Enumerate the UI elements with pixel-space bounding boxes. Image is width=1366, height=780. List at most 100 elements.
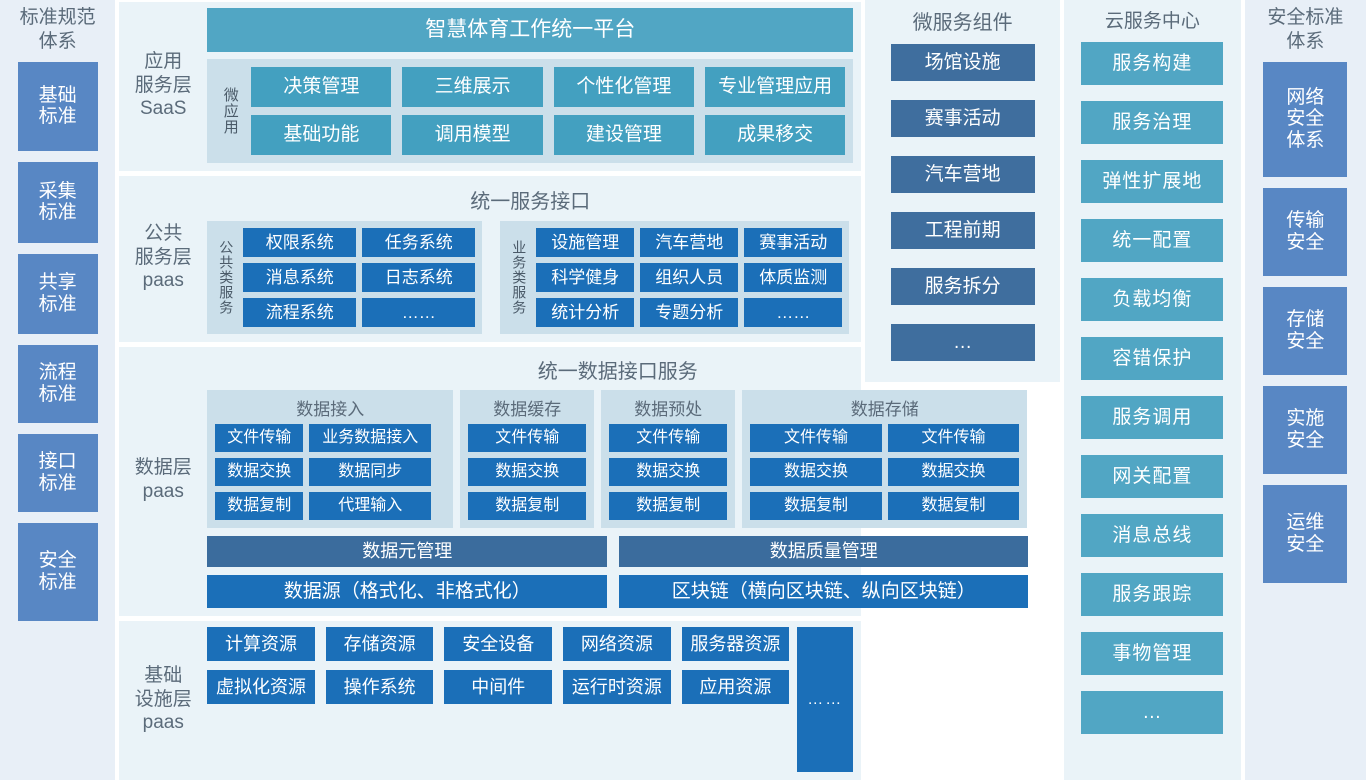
app-tile-basic-function[interactable]: 基础功能 (251, 115, 392, 155)
store-tile-file-transfer-1[interactable]: 文件传输 (750, 424, 882, 452)
sidebar-item-collection-standard[interactable]: 采集 标准 (17, 161, 98, 243)
infra-tile-network-resource[interactable]: 网络资源 (563, 627, 671, 661)
cloud-tile-service-invocation[interactable]: 服务调用 (1081, 396, 1224, 439)
business-type-service-group: 业务类服务 设施管理 汽车营地 赛事活动 科学健身 组织人员 体质监测 统计分析… (500, 221, 850, 334)
service-tile-task[interactable]: 任务系统 (362, 228, 476, 257)
public-type-service-group: 公共类服务 权限系统 任务系统 消息系统 日志系统 流程系统 …… (207, 221, 483, 334)
cloud-tile-elastic-scaling[interactable]: 弹性扩展地 (1081, 160, 1224, 203)
sidebar-item-sharing-standard[interactable]: 共享 标准 (17, 253, 98, 334)
data-tile-data-sync[interactable]: 数据同步 (309, 458, 432, 486)
public-service-layer-label: 公共 服务层 paas (134, 222, 192, 292)
ms-tile-car-camp[interactable]: 汽车营地 (890, 156, 1035, 193)
security-item-network-security-system[interactable]: 网络 安全 体系 (1263, 61, 1348, 177)
store-tile-data-replication-2[interactable]: 数据复制 (887, 492, 1020, 520)
sidebar-item-security-standard[interactable]: 安全 标准 (17, 522, 98, 621)
cloud-tile-load-balancing[interactable]: 负载均衡 (1081, 278, 1224, 321)
sidebar-item-interface-standard[interactable]: 接口 标准 (17, 433, 98, 512)
service-tile-more[interactable]: …… (362, 298, 476, 327)
infra-tile-operating-system[interactable]: 操作系统 (325, 670, 434, 704)
bar-data-quality-management[interactable]: 数据质量管理 (619, 536, 1029, 567)
cloud-tile-gateway-config[interactable]: 网关配置 (1081, 455, 1224, 498)
app-tile-personalized-management[interactable]: 个性化管理 (553, 67, 694, 107)
security-item-implementation-security[interactable]: 实施 安全 (1263, 385, 1348, 474)
store-tile-data-replication-1[interactable]: 数据复制 (750, 492, 882, 520)
left-sidebar-title: 标准规范 体系 (19, 7, 96, 52)
service-tile-log[interactable]: 日志系统 (362, 263, 476, 292)
infra-tile-virtualization-resource[interactable]: 虚拟化资源 (207, 670, 315, 704)
pre-tile-data-replication[interactable]: 数据复制 (609, 492, 728, 520)
ms-tile-event-activity[interactable]: 赛事活动 (890, 100, 1035, 137)
store-tile-file-transfer-2[interactable]: 文件传输 (887, 424, 1020, 452)
service-tile-topic-analysis[interactable]: 专题分析 (640, 298, 739, 327)
store-tile-data-exchange-2[interactable]: 数据交换 (887, 458, 1020, 486)
microservice-components-panel: 微服务组件 场馆设施 赛事活动 汽车营地 工程前期 服务拆分 … (865, 0, 1060, 382)
micro-app-group-label: 微应用 (221, 87, 239, 135)
data-tile-file-transfer[interactable]: 文件传输 (215, 424, 304, 452)
infra-tile-application-resource[interactable]: 应用资源 (681, 670, 790, 704)
data-tile-data-exchange[interactable]: 数据交换 (215, 458, 304, 486)
service-tile-workflow[interactable]: 流程系统 (243, 298, 357, 327)
sidebar-item-process-standard[interactable]: 流程 标准 (17, 344, 98, 423)
cloud-tile-more[interactable]: … (1081, 691, 1224, 734)
bar-blockchain[interactable]: 区块链（横向区块链、纵向区块链） (619, 575, 1029, 608)
cache-tile-file-transfer[interactable]: 文件传输 (468, 424, 587, 452)
cache-tile-data-exchange[interactable]: 数据交换 (468, 458, 587, 486)
ms-tile-project-preliminary[interactable]: 工程前期 (890, 212, 1035, 249)
infrastructure-layer-label: 基础 设施层 paas (134, 664, 192, 734)
store-tile-data-exchange-1[interactable]: 数据交换 (750, 458, 882, 486)
right-sidebar-security-standards: 安全标准 体系 网络 安全 体系 传输 安全 存储 安全 实施 安全 运维 安全 (1244, 0, 1366, 780)
ms-tile-venue-facility[interactable]: 场馆设施 (890, 44, 1035, 81)
infra-tile-middleware[interactable]: 中间件 (444, 670, 553, 704)
cloud-tile-fault-tolerance[interactable]: 容错保护 (1081, 337, 1224, 380)
bar-datasource[interactable]: 数据源（格式化、非格式化） (207, 575, 608, 608)
service-tile-permission[interactable]: 权限系统 (243, 228, 357, 257)
service-tile-organization-personnel[interactable]: 组织人员 (640, 263, 739, 292)
cloud-service-center-title: 云服务中心 (1104, 11, 1200, 32)
service-tile-message[interactable]: 消息系统 (243, 263, 357, 292)
micro-app-group: 微应用 决策管理 三维展示 个性化管理 专业管理应用 基础功能 调用模型 建设管… (207, 59, 854, 163)
cloud-tile-service-tracing[interactable]: 服务跟踪 (1081, 573, 1224, 616)
cache-tile-data-replication[interactable]: 数据复制 (468, 492, 587, 520)
application-layer-label: 应用 服务层 SaaS (134, 50, 192, 120)
infra-tile-security-device[interactable]: 安全设备 (444, 627, 553, 661)
security-item-transmission-security[interactable]: 传输 安全 (1263, 187, 1348, 276)
app-tile-construction-management[interactable]: 建设管理 (553, 115, 694, 155)
ms-tile-more[interactable]: … (890, 324, 1035, 361)
cloud-tile-unified-config[interactable]: 统一配置 (1081, 219, 1224, 262)
security-item-operation-security[interactable]: 运维 安全 (1263, 484, 1348, 583)
data-tile-proxy-input[interactable]: 代理输入 (309, 492, 432, 520)
cloud-tile-transaction-management[interactable]: 事物管理 (1081, 632, 1224, 675)
app-tile-professional-management[interactable]: 专业管理应用 (704, 67, 846, 107)
data-tile-business-data-access[interactable]: 业务数据接入 (309, 424, 432, 452)
service-tile-scientific-fitness[interactable]: 科学健身 (536, 263, 635, 292)
infra-tile-runtime-resource[interactable]: 运行时资源 (563, 670, 671, 704)
public-type-service-label: 公共类服务 (218, 240, 235, 315)
bar-metadata-management[interactable]: 数据元管理 (207, 536, 608, 567)
cloud-tile-service-governance[interactable]: 服务治理 (1081, 101, 1224, 144)
app-tile-result-handover[interactable]: 成果移交 (704, 115, 846, 155)
cloud-tile-message-bus[interactable]: 消息总线 (1081, 514, 1224, 557)
sidebar-item-basic-standard[interactable]: 基础 标准 (17, 61, 98, 151)
service-tile-statistical-analysis[interactable]: 统计分析 (536, 298, 635, 327)
pre-tile-file-transfer[interactable]: 文件传输 (609, 424, 728, 452)
service-tile-facility-management[interactable]: 设施管理 (536, 228, 635, 257)
infra-tile-storage-resource[interactable]: 存储资源 (325, 627, 434, 661)
service-tile-business-more[interactable]: …… (744, 298, 843, 327)
data-cache-group: 数据缓存 文件传输 数据交换 数据复制 (460, 390, 595, 528)
infra-tile-compute-resource[interactable]: 计算资源 (207, 627, 315, 661)
service-tile-event-activity[interactable]: 赛事活动 (744, 228, 843, 257)
app-tile-decision-management[interactable]: 决策管理 (251, 67, 392, 107)
app-tile-call-model[interactable]: 调用模型 (402, 115, 543, 155)
ms-tile-service-split[interactable]: 服务拆分 (890, 268, 1035, 305)
application-service-layer: 应用 服务层 SaaS 智慧体育工作统一平台 微应用 决策管理 三维展示 个性化… (119, 2, 862, 171)
security-item-storage-security[interactable]: 存储 安全 (1263, 286, 1348, 375)
app-tile-3d-display[interactable]: 三维展示 (402, 67, 543, 107)
pre-tile-data-exchange[interactable]: 数据交换 (609, 458, 728, 486)
data-tile-data-replication[interactable]: 数据复制 (215, 492, 304, 520)
infra-tile-server-resource[interactable]: 服务器资源 (681, 627, 790, 661)
infra-tile-more[interactable]: …… (797, 627, 854, 772)
service-tile-physique-monitoring[interactable]: 体质监测 (744, 263, 843, 292)
service-tile-car-camp[interactable]: 汽车营地 (640, 228, 739, 257)
cloud-tile-service-build[interactable]: 服务构建 (1081, 42, 1224, 85)
